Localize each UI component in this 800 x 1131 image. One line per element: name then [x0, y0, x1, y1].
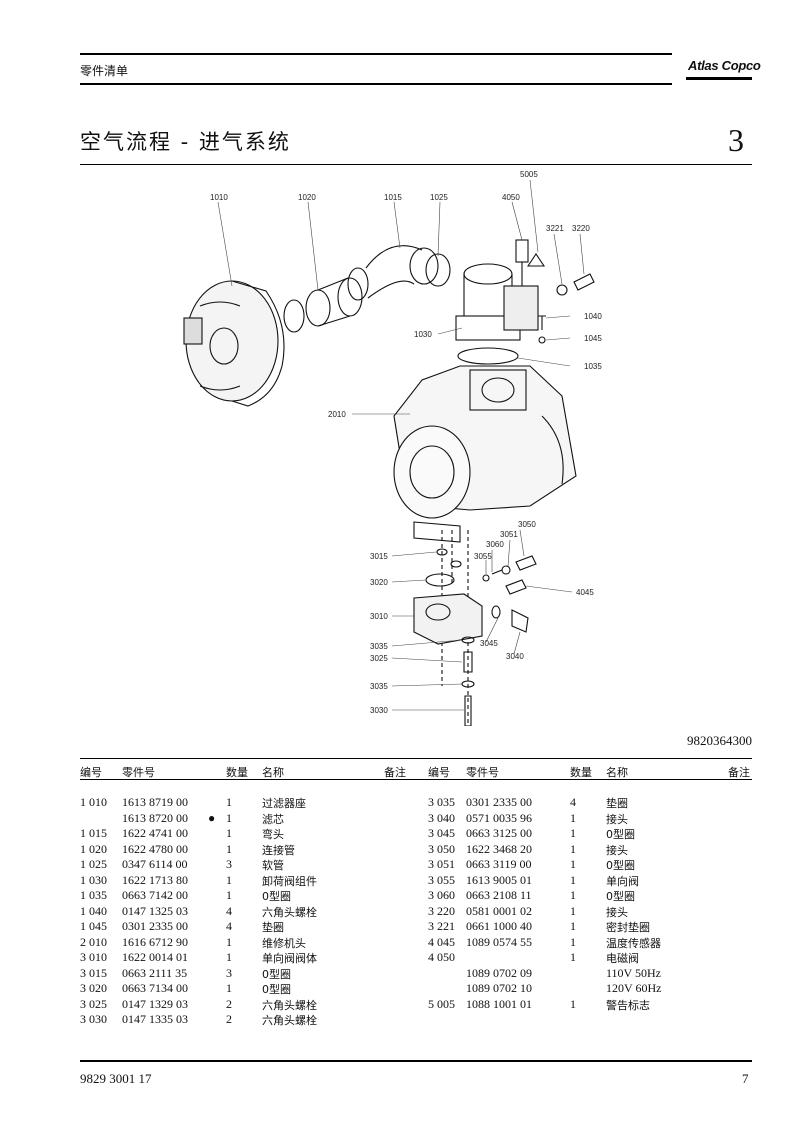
logo-underline: [686, 77, 752, 80]
callout-label: 4050: [502, 193, 520, 202]
footer-rule: [80, 1060, 752, 1062]
document-number: 9829 3001 17: [80, 1071, 152, 1086]
drawing-number: 9820364300: [687, 733, 752, 748]
brand-logo: Atlas Copco: [688, 58, 761, 73]
callout-label: 3060: [486, 540, 504, 549]
callout-label: 3050: [518, 520, 536, 529]
header-bottom-rule: [80, 83, 672, 85]
callout-label: 3010: [370, 612, 388, 621]
col-header-qty: 数量: [570, 766, 592, 779]
callout-label: 3035: [370, 682, 388, 691]
elbow-shape: [347, 245, 451, 301]
exploded-view-drawing: 1010 1020 1015 1025 4050 5005 3221 3220 …: [183, 170, 602, 726]
callout-label: 1015: [384, 193, 402, 202]
air-filter-shape: [183, 280, 285, 407]
callout-label: 3045: [480, 639, 498, 648]
callout-label: 3051: [500, 530, 518, 539]
page-title: 空气流程 - 进气系统: [80, 130, 291, 154]
callout-label: 3055: [474, 552, 492, 561]
callout-label: 1025: [430, 193, 448, 202]
col-header-name: 名称: [262, 766, 284, 779]
callout-label: 3030: [370, 706, 388, 715]
callout-labels: 1010 1020 1015 1025 4050 5005 3221 3220 …: [210, 170, 602, 715]
col-header-note: 备注: [384, 766, 406, 779]
table-top-rule: [80, 758, 752, 759]
table-header-rule: [80, 779, 752, 780]
col-header-name: 名称: [606, 766, 628, 779]
callout-label: 4045: [576, 588, 594, 597]
callout-label: 3025: [370, 654, 388, 663]
callout-label: 1035: [584, 362, 602, 371]
col-header-note: 备注: [728, 766, 750, 779]
chapter-number: 3: [728, 122, 744, 158]
callout-label: 3035: [370, 642, 388, 651]
callout-label: 1020: [298, 193, 316, 202]
col-header-no: 编号: [80, 766, 102, 779]
compressor-element-shape: [393, 365, 577, 543]
check-valve-body-shape: [413, 593, 483, 645]
callout-label: 3040: [506, 652, 524, 661]
callout-label: 2010: [328, 410, 346, 419]
section-label: 零件清单: [80, 64, 129, 78]
header-top-rule: [80, 53, 672, 55]
callout-label: 1045: [584, 334, 602, 343]
col-header-part: 零件号: [466, 766, 499, 779]
col-header-qty: 数量: [226, 766, 248, 779]
page-number: 7: [742, 1071, 749, 1086]
connection-tube-shape: [283, 277, 363, 333]
col-header-no: 编号: [428, 766, 450, 779]
col-header-part: 零件号: [122, 766, 155, 779]
callout-label: 5005: [520, 170, 538, 179]
callout-label: 1030: [414, 330, 432, 339]
callout-label: 1040: [584, 312, 602, 321]
callout-label: 3020: [370, 578, 388, 587]
callout-label: 3220: [572, 224, 590, 233]
callout-label: 3015: [370, 552, 388, 561]
title-rule: [80, 164, 752, 165]
callout-label: 1010: [210, 193, 228, 202]
callout-label: 3221: [546, 224, 564, 233]
spare-part-marker: ●: [208, 810, 216, 825]
unloader-valve-shape: [455, 239, 539, 341]
